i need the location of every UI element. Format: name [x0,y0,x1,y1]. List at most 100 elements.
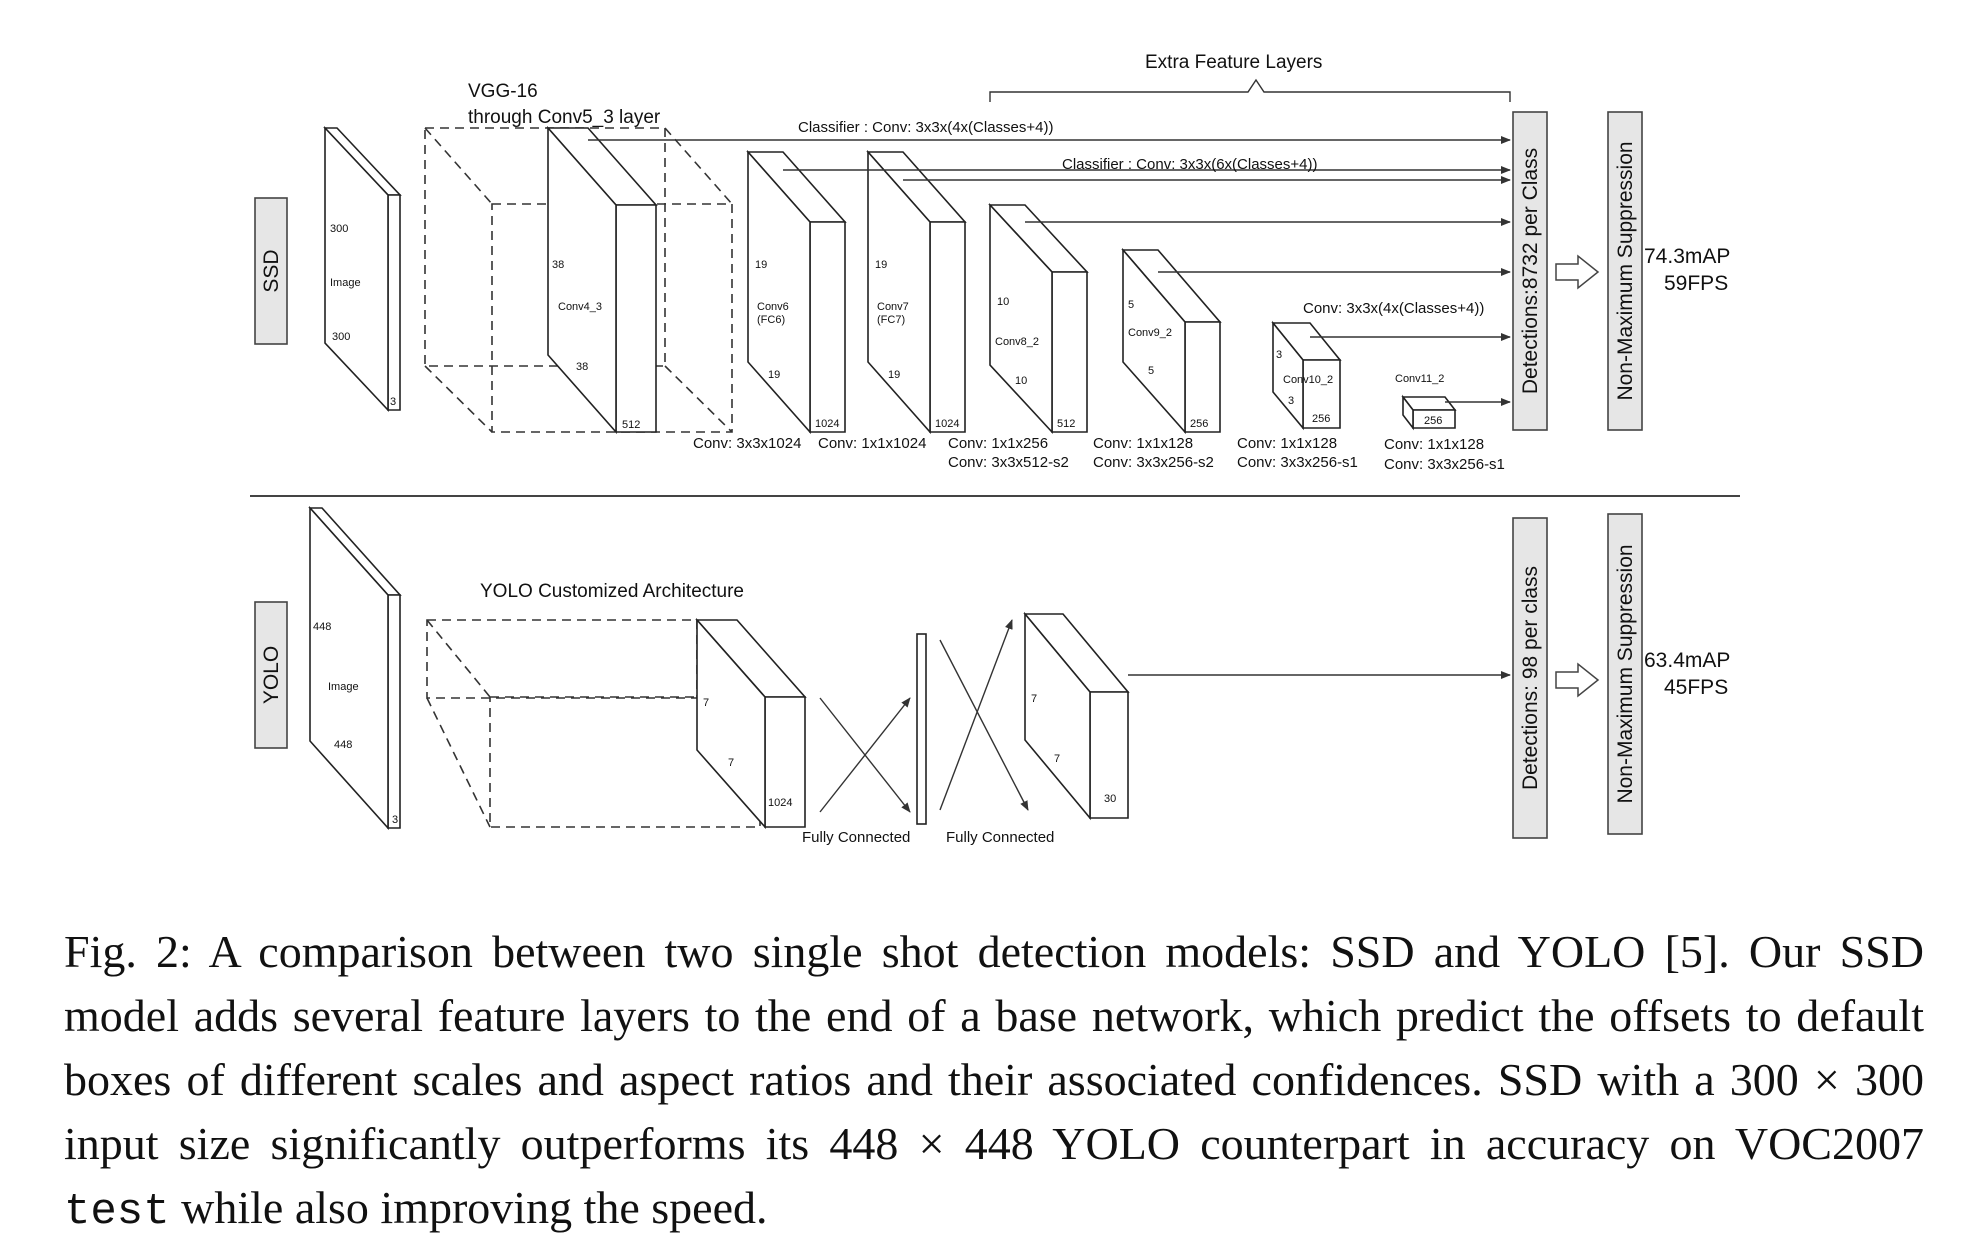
vgg16-dashed-box: VGG-16 through Conv5_3 layer [424,81,733,433]
figure-caption: Fig. 2: A comparison between two single … [64,920,1924,1244]
svg-text:38: 38 [576,361,588,373]
svg-text:3: 3 [390,396,396,408]
svg-text:7: 7 [1054,753,1060,765]
yolo-nms-arrow [1555,662,1600,698]
svg-text:Conv: 1x1x128: Conv: 1x1x128 [1384,436,1484,453]
svg-text:5: 5 [1148,365,1154,377]
svg-text:Conv6: Conv6 [757,301,789,313]
svg-text:Non-Maximum Suppression: Non-Maximum Suppression [1614,141,1637,400]
yolo-fps-value: 45FPS [1664,676,1728,699]
svg-text:Conv: 3x3x256-s2: Conv: 3x3x256-s2 [1093,454,1214,471]
ssd-map-value: 74.3mAP [1644,245,1730,268]
svg-text:1024: 1024 [768,797,792,809]
svg-text:300: 300 [330,223,348,235]
svg-text:38: 38 [552,259,564,271]
svg-text:10: 10 [997,296,1009,308]
svg-text:1024: 1024 [935,418,959,430]
svg-text:5: 5 [1128,299,1134,311]
svg-text:Classifier : Conv: 3x3x(4x(Cla: Classifier : Conv: 3x3x(4x(Classes+4)) [798,119,1054,136]
ssd-nms-box: Non-Maximum Suppression [1607,111,1643,431]
svg-text:512: 512 [622,419,640,431]
svg-text:19: 19 [755,259,767,271]
svg-text:SSD: SSD [260,249,283,292]
svg-text:3: 3 [392,814,398,826]
svg-text:YOLO Customized Architecture: YOLO Customized Architecture [480,581,744,602]
ssd-nms-arrow [1555,254,1600,290]
svg-text:Conv: 1x1x1024: Conv: 1x1x1024 [818,435,926,452]
svg-text:7: 7 [1031,693,1037,705]
ssd-diagram: SSD 300 Image 300 3 VGG-16 through Conv5… [254,52,1730,473]
svg-text:7: 7 [703,697,709,709]
svg-text:448: 448 [334,739,352,751]
svg-text:3: 3 [1276,349,1282,361]
svg-text:Conv: 3x3x512-s2: Conv: 3x3x512-s2 [948,454,1069,471]
svg-text:Extra Feature Layers: Extra Feature Layers [1145,52,1322,73]
yolo-nms-box: Non-Maximum Suppression [1607,513,1643,835]
ssd-classifier-arrows: Classifier : Conv: 3x3x(4x(Classes+4)) C… [588,119,1511,406]
yolo-fc-connections: Fully Connected Fully Connected [802,619,1054,846]
svg-text:Conv: 3x3x256-s1: Conv: 3x3x256-s1 [1237,454,1358,471]
extra-feature-layers-brace: Extra Feature Layers [989,52,1511,102]
caption-text: Fig. 2: A comparison between two single … [64,926,1924,1169]
yolo-input-image-block: 448 Image 448 3 [308,505,402,831]
svg-text:Detections:8732 per Class: Detections:8732 per Class [1519,148,1542,394]
caption-test-split: test [64,1187,170,1237]
svg-text:YOLO: YOLO [260,646,283,704]
svg-text:256: 256 [1424,415,1442,427]
svg-text:Conv4_3: Conv4_3 [558,301,602,313]
svg-text:Conv: 3x3x256-s1: Conv: 3x3x256-s1 [1384,456,1505,473]
conv11-2-block: Conv11_2 256 [1395,373,1457,431]
conv10-2-block: 3 Conv10_2 3 256 [1271,320,1342,431]
svg-text:(FC6): (FC6) [757,314,785,326]
svg-text:30: 30 [1104,793,1116,805]
svg-text:448: 448 [313,621,331,633]
svg-text:Image: Image [328,681,359,693]
yolo-feature-block: 7 7 1024 [695,617,807,830]
svg-text:Classifier : Conv: 3x3x(6x(Cla: Classifier : Conv: 3x3x(6x(Classes+4)) [1062,156,1318,173]
svg-text:Conv: 1x1x128: Conv: 1x1x128 [1237,435,1337,452]
svg-text:1024: 1024 [815,418,839,430]
ssd-input-image-block: 300 Image 300 3 [323,125,402,413]
yolo-output-block: 7 7 30 [1023,611,1511,821]
svg-text:(FC7): (FC7) [877,314,905,326]
svg-text:VGG-16: VGG-16 [468,81,538,102]
svg-text:Conv9_2: Conv9_2 [1128,327,1172,339]
ssd-conv-op-labels: Conv: 3x3x1024 Conv: 1x1x1024 Conv: 1x1x… [693,435,1505,473]
svg-text:Conv8_2: Conv8_2 [995,336,1039,348]
conv4-3-block: 38 Conv4_3 38 512 [546,125,658,435]
svg-text:7: 7 [728,757,734,769]
svg-text:19: 19 [768,369,780,381]
architecture-figure: SSD 300 Image 300 3 VGG-16 through Conv5… [250,52,1740,846]
svg-text:Conv10_2: Conv10_2 [1283,374,1333,386]
yolo-diagram: YOLO 448 Image 448 3 YOLO Customized Arc… [254,505,1730,846]
svg-text:Detections: 98 per class: Detections: 98 per class [1519,566,1542,790]
svg-text:19: 19 [875,259,887,271]
svg-text:512: 512 [1057,418,1075,430]
svg-text:Conv: 3x3x(4x(Classes+4)): Conv: 3x3x(4x(Classes+4)) [1303,300,1484,317]
svg-text:Fully Connected: Fully Connected [946,829,1054,846]
svg-text:through Conv5_3 layer: through Conv5_3 layer [468,107,661,128]
svg-text:10: 10 [1015,375,1027,387]
svg-text:19: 19 [888,369,900,381]
ssd-label-box: SSD [254,197,288,345]
svg-text:Conv: 1x1x128: Conv: 1x1x128 [1093,435,1193,452]
svg-text:3: 3 [1288,395,1294,407]
caption-text-end: while also improving the speed. [181,1182,768,1233]
yolo-map-value: 63.4mAP [1644,649,1730,672]
conv9-2-block: 5 Conv9_2 5 256 [1121,247,1222,435]
svg-text:Image: Image [330,277,361,289]
conv6-fc6-block: 19 Conv6 (FC6) 19 1024 [746,149,847,435]
svg-text:256: 256 [1190,418,1208,430]
svg-text:256: 256 [1312,413,1330,425]
conv7-fc7-block: 19 Conv7 (FC7) 19 1024 [866,149,967,435]
svg-text:Conv: 3x3x1024: Conv: 3x3x1024 [693,435,801,452]
svg-text:Conv7: Conv7 [877,301,909,313]
ssd-detections-box: Detections:8732 per Class [1512,111,1548,431]
svg-text:Conv: 1x1x256: Conv: 1x1x256 [948,435,1048,452]
svg-text:Fully Connected: Fully Connected [802,829,910,846]
svg-text:Conv11_2: Conv11_2 [1395,373,1444,385]
yolo-label-box: YOLO [254,601,288,749]
ssd-fps-value: 59FPS [1664,272,1728,295]
svg-text:Non-Maximum Suppression: Non-Maximum Suppression [1614,544,1637,803]
conv8-2-block: 10 Conv8_2 10 512 [988,202,1089,435]
